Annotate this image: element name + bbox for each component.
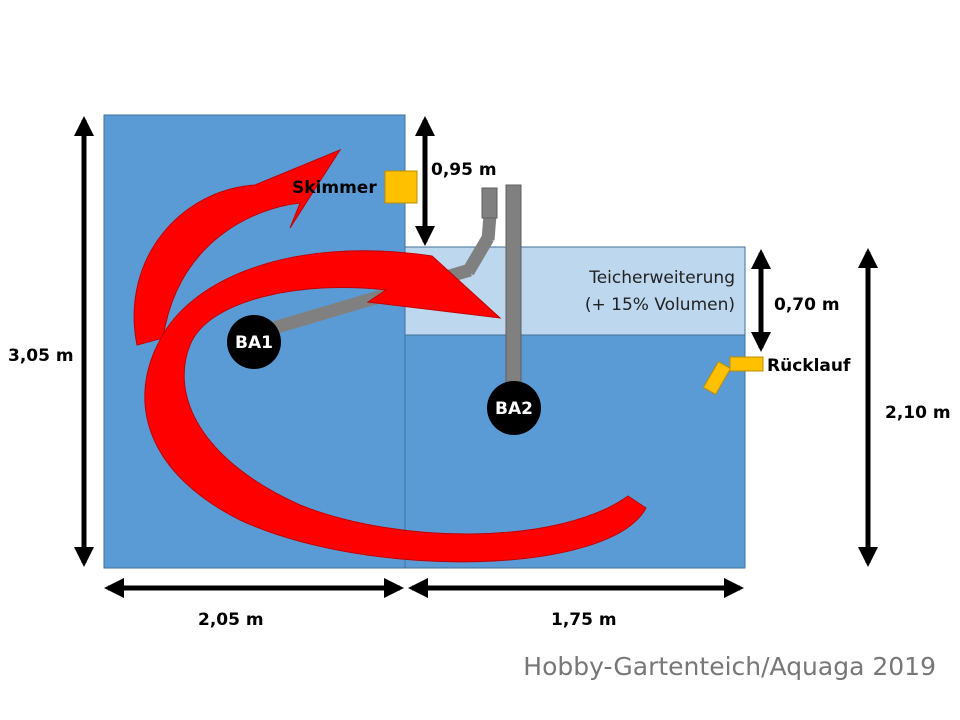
ruecklauf-label: Rücklauf (767, 356, 851, 376)
dimension-skimmer-depth: 0,95 m (431, 160, 497, 180)
pipe-ba2 (505, 184, 522, 401)
flow-arrow-main (144, 250, 647, 563)
dimension-right-height: 2,10 m (885, 403, 951, 423)
bottom-drain-ba1: BA1 (227, 315, 281, 369)
extension-label-line1: Teicherweiterung (588, 268, 735, 288)
ruecklauf-pipe-vertical (702, 360, 732, 396)
dimension-left-width: 2,05 m (198, 610, 264, 630)
skimmer-box (384, 170, 418, 204)
extension-label-line2: (+ 15% Volumen) (585, 295, 735, 315)
flow-arrow-upper (133, 148, 342, 346)
ruecklauf-pipe-horizontal (729, 356, 764, 372)
svg-text:BA1: BA1 (235, 333, 273, 353)
skimmer-label: Skimmer (292, 178, 377, 198)
dimension-extension-depth: 0,70 m (774, 295, 840, 315)
credit-text: Hobby-Gartenteich/Aquaga 2019 (523, 652, 936, 681)
dimension-right-width: 1,75 m (551, 610, 617, 630)
dimension-left-height: 3,05 m (8, 346, 74, 366)
svg-text:BA2: BA2 (495, 399, 533, 419)
bottom-drain-ba2: BA2 (487, 381, 541, 435)
